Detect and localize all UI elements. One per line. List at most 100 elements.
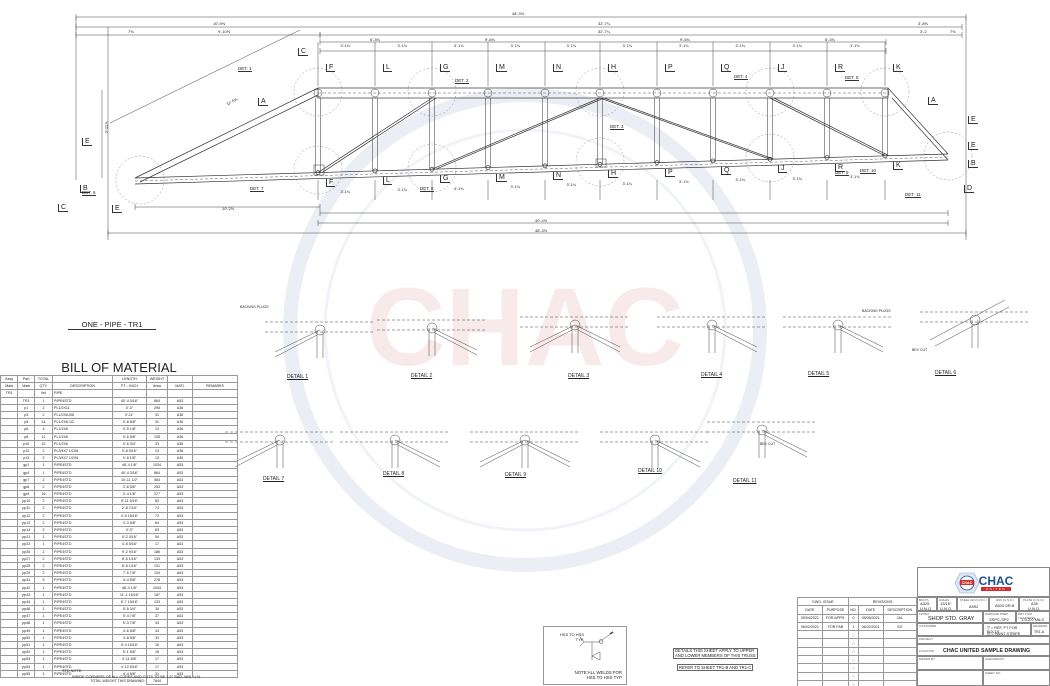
section-mark-top: N (553, 64, 564, 72)
bom-cell (191, 439, 239, 448)
bom-cell: 4'-6 5/8" (112, 626, 147, 635)
bom-cell: 131 (145, 561, 169, 571)
bom-cell: 34 (145, 604, 169, 614)
bom-cell: 1 (33, 619, 54, 628)
section-mark-top: G (440, 64, 451, 72)
bom-cell: 11'-1 15/16" (112, 590, 147, 599)
bom-cell: PIPE4STD (52, 619, 113, 628)
paint-stripe-legend: ◎ = PAINT STRIPE (987, 632, 1021, 636)
bom-cell: PIPE4STD (52, 511, 113, 520)
drawing-title: ONE - PIPE - TR1 (68, 320, 156, 330)
dim-panel-top: 3'-1¾ (735, 44, 745, 48)
bom-cell: PIPE4STD (52, 569, 113, 578)
bom-cell: p12 (17, 446, 35, 456)
section-mark-side: C (58, 204, 69, 212)
drawing-cell: DRAWING TR1-A (1031, 623, 1050, 636)
weld-note-line2: TYP. (575, 636, 584, 642)
revision-row: △ (797, 630, 918, 640)
bom-cell: 17 (145, 540, 169, 549)
revision-cell: △ (848, 655, 859, 665)
bom-cell: PIPE4STD (52, 583, 113, 592)
bom-cell (0, 540, 19, 549)
section-mark-side: D (964, 185, 975, 193)
bom-cell (191, 655, 239, 664)
bom-cell: 186 (145, 547, 169, 556)
finish-value: SHOP STD. GRAY (928, 616, 975, 622)
bom-cell: pp12 (17, 511, 35, 520)
bom-cell (0, 590, 19, 599)
detail-label: DETAIL 1 (287, 374, 309, 380)
bom-cell: pp22 (17, 540, 35, 549)
bom-cell: PL3/4X7 1/2X6 (52, 446, 113, 456)
bom-cell: 6'-7 15/16" (112, 597, 147, 607)
bom-cell (191, 418, 239, 427)
bom-cell: A53 (167, 583, 193, 592)
revision-cell (882, 646, 918, 657)
revision-cell (857, 663, 884, 673)
detail-label: DETAIL 6 (935, 370, 957, 376)
revision-cell (857, 671, 884, 681)
bom-cell: A53 (167, 626, 193, 635)
bom-cell (0, 410, 19, 420)
bom-cell: 2 (33, 446, 54, 456)
bom-cell (0, 640, 19, 650)
bom-cell: 8'-5 1/16" (112, 561, 147, 571)
bom-header: QTY. (33, 382, 54, 391)
bom-cell (191, 583, 239, 592)
bom-cell: 2 (33, 504, 54, 513)
section-mark-side: E (968, 142, 978, 150)
bom-cell: 1 (33, 396, 54, 405)
bom-cell (0, 633, 19, 642)
thickness-value: 1.5-2.0 MILS (1021, 617, 1044, 622)
bom-cell (0, 525, 19, 535)
checked-by-label: CHECKED BY (985, 657, 1005, 661)
bom-cell: 1 (33, 540, 54, 549)
bom-cell: 4'-10 5/16" (112, 662, 147, 671)
bom-cell: pp54 (17, 662, 35, 671)
bom-cell: 37 (145, 612, 169, 621)
bom-cell (0, 576, 19, 585)
bom-cell: 11 (33, 432, 54, 441)
bom-header: FT. - INCH (112, 382, 147, 391)
bom-cell: 74 (145, 504, 169, 513)
bom-cell: PIPE4STD (52, 655, 113, 664)
section-mark-bottom: J (778, 165, 787, 174)
bom-cell: A53 (167, 604, 193, 614)
customer-cell: CUSTOMER (917, 623, 983, 636)
dim-panel-bottom: 3'-1¾ (850, 174, 860, 179)
dim-panel-top: 3'-1¾ (454, 44, 464, 48)
bom-cell: 1 (33, 640, 54, 650)
section-mark-side: B (80, 185, 90, 193)
bom-cell: pp14 (17, 525, 35, 535)
dim-bottom-mid: 40'-4⅝ (535, 218, 548, 223)
bom-cell: 1034 (145, 461, 169, 470)
bom-cell: pp55 (17, 669, 35, 678)
bom-cell: A53 (167, 633, 193, 642)
detail-label: DETAIL 5 (808, 371, 830, 377)
bom-cell: A53 (167, 640, 193, 650)
bom-cell: 1 (33, 461, 54, 470)
bom-cell: PIPE4STD (52, 561, 113, 571)
bom-cell: pp42 (17, 583, 35, 592)
bom-cell (0, 518, 19, 527)
bom-cell: PIPE4STD (52, 540, 113, 549)
bev-cut-note-1: BEV CUT (912, 348, 928, 352)
bom-cell: A36 (167, 439, 193, 448)
dim-left-span: 10'-9⅝ (213, 21, 226, 26)
revision-cell (857, 679, 884, 686)
bom-header: DESCRIPTION (52, 382, 113, 391)
bom-cell: 2'-8 7/16" (112, 504, 147, 513)
detail-callout: DET. 9 (835, 170, 849, 176)
section-mark-side: B (968, 160, 978, 168)
bom-cell (191, 619, 239, 628)
revision-cell (821, 630, 850, 640)
revision-cell (821, 655, 850, 665)
